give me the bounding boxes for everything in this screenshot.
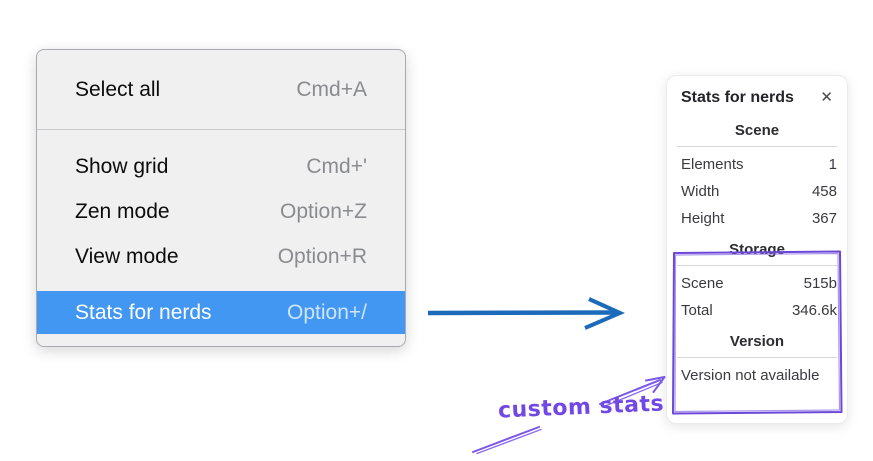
menu-item-label: View mode	[75, 244, 179, 268]
stat-row-storage-total: Total 346.6k	[667, 297, 847, 324]
stat-row-width: Width 458	[667, 178, 847, 205]
menu-item-label: Show grid	[75, 154, 169, 178]
section-heading-scene: Scene	[734, 122, 780, 139]
stat-value: 367	[811, 209, 837, 227]
menu-item-shortcut: Option+/	[287, 300, 367, 324]
close-icon: ✕	[820, 89, 833, 106]
context-menu: Select all Cmd+A Show grid Cmd+' Zen mod…	[36, 49, 406, 347]
stat-value: 515b	[803, 274, 837, 292]
menu-item-view-mode[interactable]: View mode Option+R	[37, 234, 405, 279]
stat-value: 346.6k	[791, 301, 837, 319]
stat-value: 1	[828, 155, 837, 173]
stat-row-height: Height 367	[667, 205, 847, 232]
stat-row-storage-scene: Scene 515b	[667, 270, 847, 297]
section-divider	[677, 265, 837, 266]
menu-item-shortcut: Option+R	[277, 244, 367, 268]
stat-label: Scene	[681, 274, 724, 292]
menu-item-select-all[interactable]: Select all Cmd+A	[37, 67, 405, 112]
stat-label: Total	[681, 301, 713, 319]
stat-label: Elements	[681, 155, 744, 173]
section-divider	[677, 357, 837, 358]
stat-label: Width	[681, 182, 720, 200]
menu-item-stats-for-nerds[interactable]: Stats for nerds Option+/	[37, 291, 405, 334]
annotation-line-left[interactable]	[472, 426, 542, 455]
stats-panel-title: Stats for nerds	[681, 88, 794, 106]
stats-panel: Stats for nerds ✕ Scene Elements 1 Width…	[666, 75, 848, 424]
section-heading-version: Version	[729, 333, 785, 350]
blue-arrow[interactable]	[427, 297, 625, 330]
menu-item-zen-mode[interactable]: Zen mode Option+Z	[37, 189, 405, 234]
version-note: Version not available	[681, 367, 820, 384]
menu-divider	[37, 129, 405, 130]
menu-item-shortcut: Cmd+'	[306, 154, 367, 178]
menu-item-label: Zen mode	[75, 199, 170, 223]
menu-item-label: Select all	[75, 77, 161, 101]
menu-item-shortcut: Cmd+A	[296, 77, 367, 101]
stats-panel-header: Stats for nerds ✕	[667, 76, 847, 113]
stat-value: 458	[811, 182, 837, 200]
section-heading-storage: Storage	[729, 241, 785, 258]
section-divider	[677, 146, 837, 147]
menu-item-shortcut: Option+Z	[280, 199, 367, 223]
annotation-custom-stats-text[interactable]: custom stats	[497, 391, 665, 424]
stat-label: Height	[681, 209, 725, 227]
menu-item-label: Stats for nerds	[75, 300, 212, 324]
close-button[interactable]: ✕	[818, 88, 835, 107]
stat-row-elements: Elements 1	[667, 151, 847, 178]
menu-item-show-grid[interactable]: Show grid Cmd+'	[37, 144, 405, 189]
